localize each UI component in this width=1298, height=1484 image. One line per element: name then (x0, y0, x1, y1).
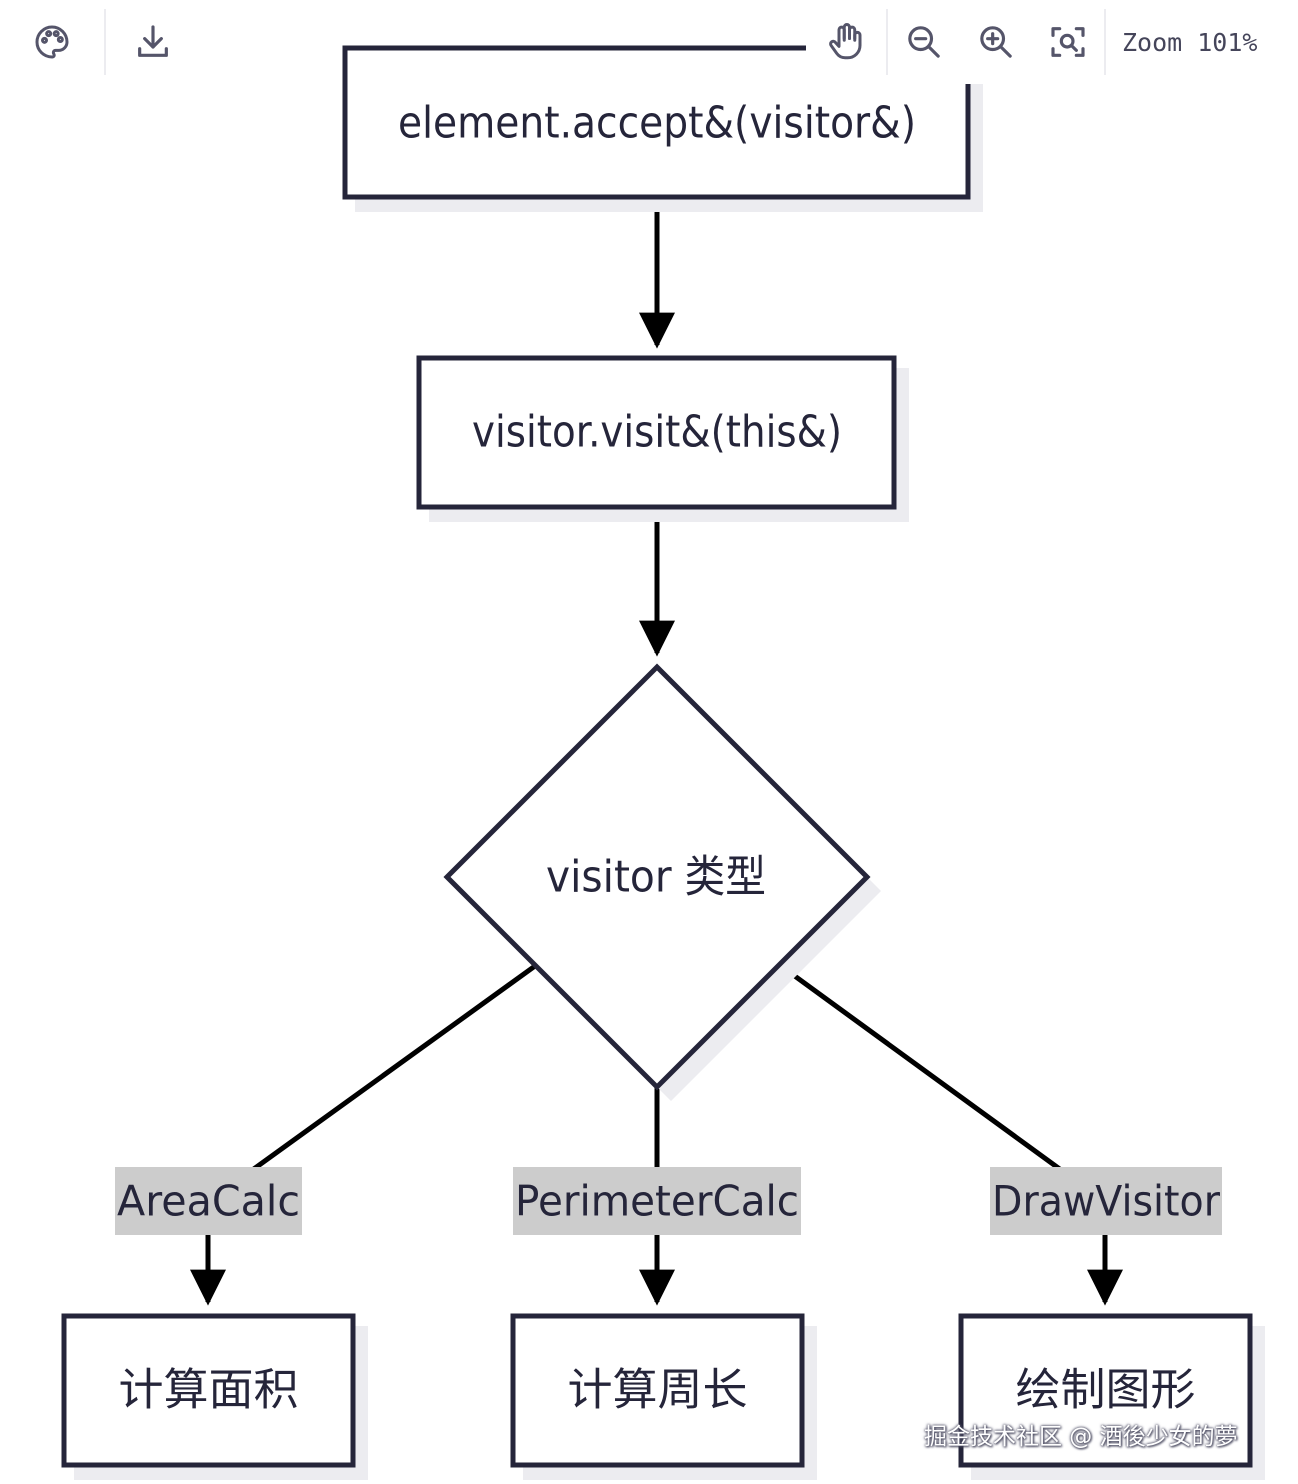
edge-label-perimeter: PerimeterCalc (513, 1167, 801, 1235)
zoom-in-icon (980, 26, 1012, 58)
edge-label-text: PerimeterCalc (515, 1177, 799, 1226)
edge-label-text: DrawVisitor (992, 1177, 1221, 1226)
edge-type-to-draw (779, 963, 1123, 1306)
zoom-out-button[interactable] (888, 0, 960, 84)
download-button[interactable] (106, 0, 200, 84)
node-box (510, 1313, 805, 1468)
toolbar-right: Zoom 101% (806, 0, 1298, 84)
node-type: visitor 类型 (443, 663, 881, 1101)
node-label: visitor.visit&(this&) (472, 407, 842, 458)
pan-button[interactable] (806, 0, 886, 84)
watermark: 掘金技术社区 @ 酒後少女的夢 (924, 1424, 1238, 1450)
zoom-in-button[interactable] (960, 0, 1032, 84)
edge-type-to-area (190, 963, 537, 1306)
hand-icon (829, 23, 862, 60)
node-label: 绘制图形 (1016, 1365, 1196, 1416)
node-box (958, 1313, 1253, 1468)
edge-label-draw: DrawVisitor (990, 1167, 1222, 1235)
edge-label-area: AreaCalc (115, 1167, 302, 1235)
fit-view-icon (1051, 27, 1085, 57)
toolbar-separator (886, 9, 888, 75)
edge-label-bg (990, 1167, 1222, 1235)
toolbar-separator (104, 9, 106, 75)
fit-view-button[interactable] (1032, 0, 1104, 84)
download-icon (138, 25, 168, 57)
theme-button[interactable] (0, 0, 104, 84)
node-label: element.accept&(visitor&) (398, 98, 916, 149)
edge-label-bg (115, 1167, 302, 1235)
node-visit: visitor.visit&(this&) (416, 355, 909, 522)
zoom-level-readout: Zoom 101% (1122, 27, 1258, 57)
toolbar-left (0, 0, 200, 84)
edge-label-text: AreaCalc (117, 1177, 300, 1226)
node-box (61, 1313, 356, 1468)
node-perimeter: 计算周长 (510, 1313, 817, 1480)
node-label: 计算周长 (568, 1365, 748, 1416)
zoom-out-icon (908, 26, 940, 58)
node-diamond (443, 663, 871, 1091)
node-draw: 绘制图形 (958, 1313, 1265, 1480)
node-box (416, 355, 897, 510)
node-label: 计算面积 (119, 1365, 299, 1416)
node-area: 计算面积 (61, 1313, 368, 1480)
toolbar-separator (1104, 9, 1106, 75)
palette-icon (35, 25, 69, 59)
edge-label-bg (513, 1167, 801, 1235)
node-label: visitor 类型 (546, 852, 766, 903)
